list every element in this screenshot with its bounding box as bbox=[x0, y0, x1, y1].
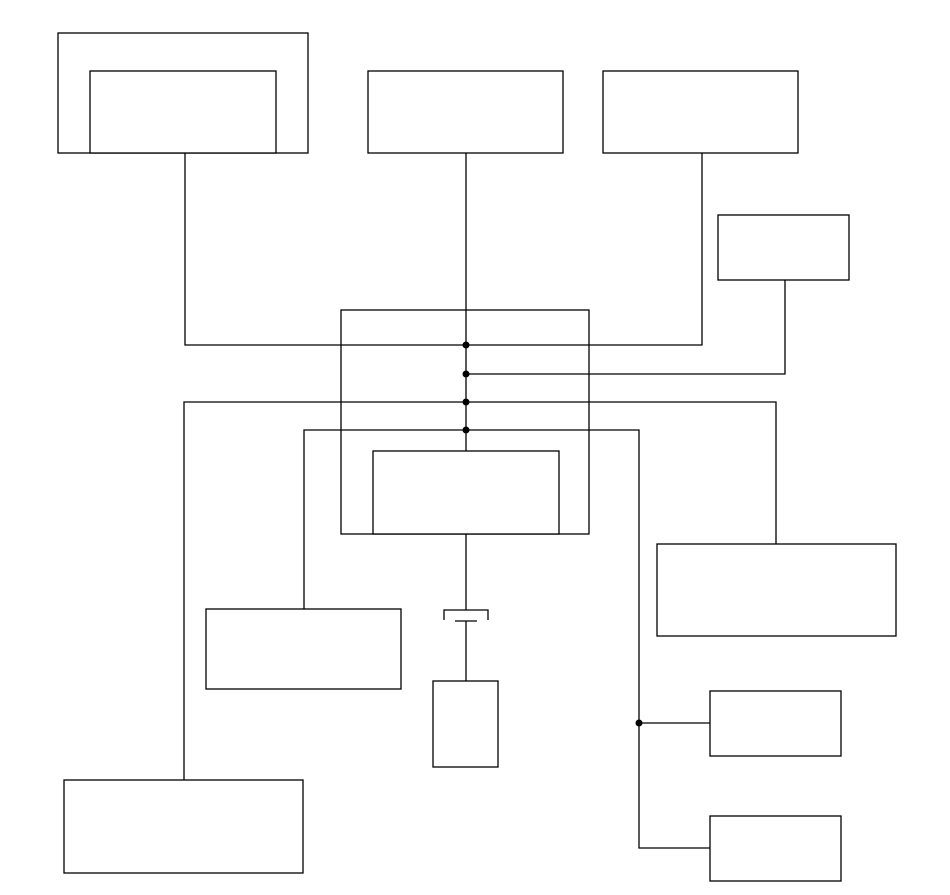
box-mid-left bbox=[205, 608, 402, 690]
connector-top-bus bbox=[184, 153, 703, 346]
junction-dot-3 bbox=[462, 398, 470, 406]
junction-dot-2 bbox=[462, 370, 470, 378]
box-right-bottom bbox=[709, 815, 842, 882]
box-right-mid bbox=[709, 690, 842, 757]
box-center-inner bbox=[372, 450, 560, 535]
junction-dot-1 bbox=[462, 341, 470, 349]
capacitor-top-plate bbox=[443, 609, 489, 620]
connector-lower-bus bbox=[303, 429, 710, 849]
box-top-right bbox=[602, 70, 799, 154]
box-top-left-inner bbox=[89, 70, 277, 154]
connector-mid-bus bbox=[183, 401, 777, 780]
box-right-large bbox=[656, 543, 897, 637]
box-bottom-left bbox=[63, 779, 304, 874]
connector-upper-right-branch bbox=[466, 280, 786, 375]
junction-dot-4 bbox=[462, 426, 470, 434]
box-bottom-center-small bbox=[432, 680, 499, 768]
box-right-upper bbox=[717, 214, 850, 281]
box-top-middle bbox=[367, 70, 564, 154]
junction-dot-5 bbox=[635, 719, 643, 727]
